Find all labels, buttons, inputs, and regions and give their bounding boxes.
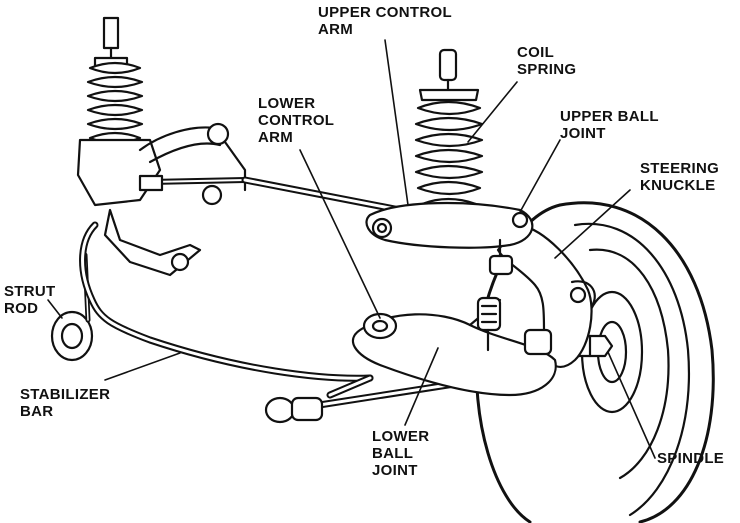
steering-knuckle-part	[496, 223, 596, 368]
label-lower-control-arm: LOWER CONTROL ARM	[258, 95, 335, 146]
center-link	[241, 176, 404, 214]
leader-lines	[47, 39, 656, 459]
upper-ball-joint-part	[488, 238, 514, 276]
strut-rod-part	[264, 376, 484, 424]
label-steering-knuckle: STEERING KNUCKLE	[640, 160, 720, 194]
label-coil-spring: COIL SPRING	[517, 44, 577, 78]
label-strut-rod: STRUT ROD	[4, 283, 56, 317]
left-strut	[76, 16, 230, 277]
label-lower-ball-joint: LOWER BALL JOINT	[372, 428, 430, 479]
tie-rod-left	[138, 140, 248, 206]
label-spindle: SPINDLE	[657, 450, 725, 467]
upper-control-arm-part	[365, 201, 534, 249]
lower-ball-joint-part	[476, 296, 502, 352]
label-stabilizer-bar: STABILIZER BAR	[20, 386, 111, 420]
right-coil-spring	[414, 48, 484, 211]
label-upper-ball-joint: UPPER BALL JOINT	[560, 108, 659, 142]
label-upper-control-arm: UPPER CONTROL ARM	[318, 4, 452, 38]
lower-control-arm-part	[352, 298, 557, 397]
stabilizer-bar-part	[79, 221, 374, 399]
